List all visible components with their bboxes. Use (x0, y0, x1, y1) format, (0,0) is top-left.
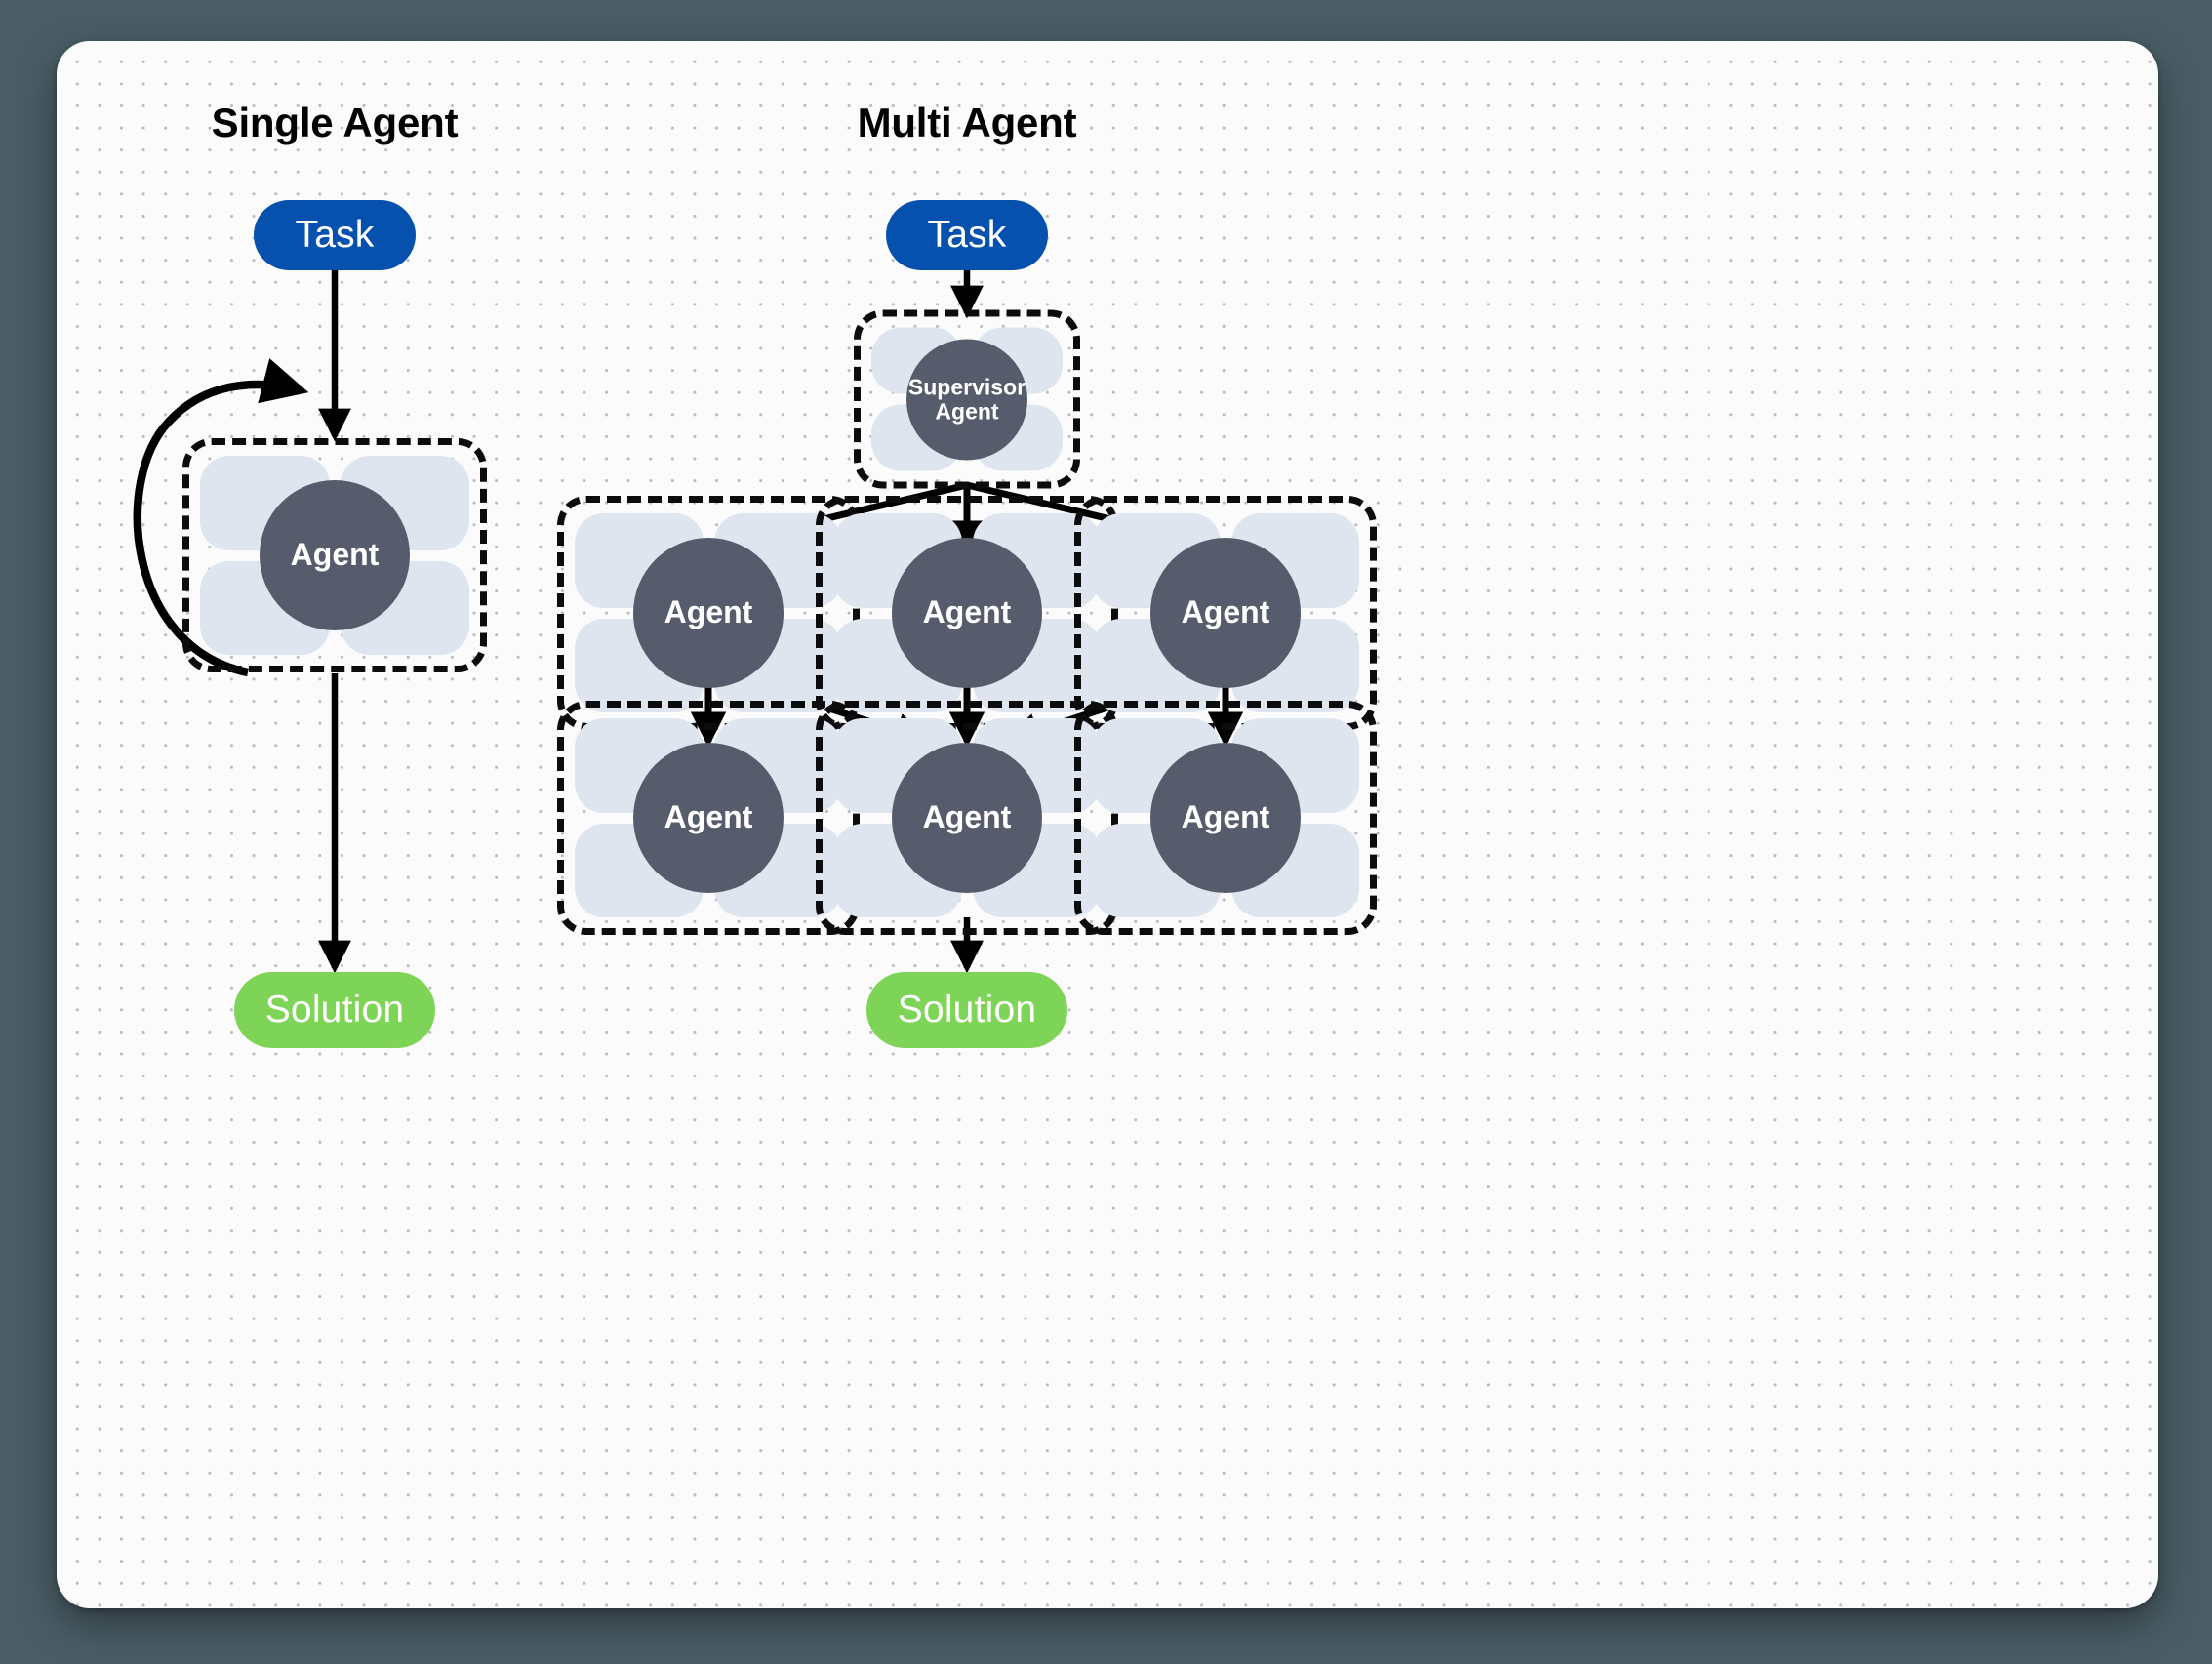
supervisor-agent-core: Supervisor Agent (906, 339, 1027, 460)
diagram-canvas: Single Agent Task Agent Solution Multi A… (57, 41, 2158, 1608)
node-agent-cluster-r2c3[interactable]: Agent (1074, 496, 1377, 730)
node-agent-cluster-single[interactable]: Agent (182, 438, 487, 672)
agent-core-label: Agent (1150, 743, 1301, 893)
column-title-single-agent: Single Agent (211, 100, 459, 145)
node-agent-cluster-r3c1[interactable]: Agent (557, 701, 860, 935)
node-agent-cluster-r3c3[interactable]: Agent (1074, 701, 1377, 935)
agent-core-label: Agent (633, 743, 784, 893)
column-title-multi-agent: Multi Agent (857, 100, 1077, 145)
supervisor-label-line-1: Supervisor (907, 374, 1026, 400)
node-task-multi[interactable]: Task (886, 200, 1048, 270)
node-task-single[interactable]: Task (254, 200, 416, 270)
node-agent-cluster-r2c2[interactable]: Agent (816, 496, 1118, 730)
node-solution-multi[interactable]: Solution (866, 972, 1067, 1048)
node-agent-cluster-r2c1[interactable]: Agent (557, 496, 860, 730)
supervisor-label-line-2: Agent (935, 398, 999, 424)
node-supervisor-agent-cluster[interactable]: Supervisor Agent (854, 309, 1080, 489)
agent-core-label: Agent (1150, 538, 1301, 688)
agent-core-label: Agent (892, 743, 1042, 893)
agent-core-label: Agent (892, 538, 1042, 688)
node-agent-cluster-r3c2[interactable]: Agent (816, 701, 1118, 935)
agent-core-label: Agent (260, 480, 410, 630)
agent-core-label: Agent (633, 538, 784, 688)
node-solution-single[interactable]: Solution (234, 972, 435, 1048)
